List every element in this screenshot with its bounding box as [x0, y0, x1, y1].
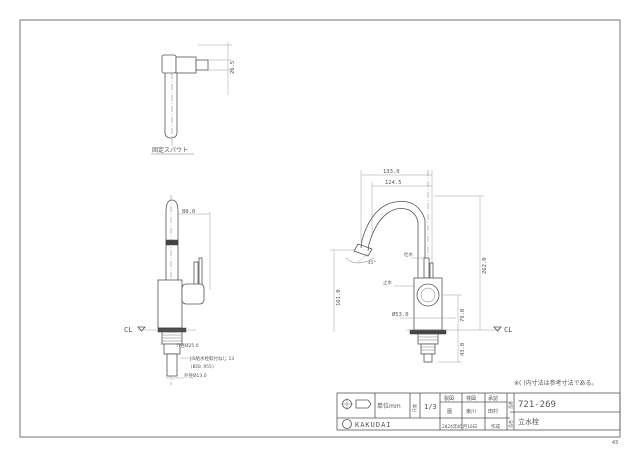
side-dim-reach: 88.0 — [182, 209, 195, 215]
front-dim-total-height: 262.0 — [482, 257, 488, 274]
header-approved: 承認 — [488, 395, 498, 402]
drawing-date: 2024年05月16日 — [442, 423, 477, 430]
sign-checked: 東川 — [466, 408, 476, 415]
top-dim-height: 26.5 — [230, 61, 236, 74]
scale-label: 尺度 — [411, 404, 417, 412]
front-dim-base: Ø53.0 — [392, 311, 409, 318]
page-number: 43 — [612, 440, 618, 446]
front-dim-spout-height: 161.0 — [336, 289, 342, 306]
front-dim-lever: 79.0 — [460, 309, 466, 322]
brand-name: KAKUDAI — [355, 421, 392, 429]
side-note-hole: 穴径Ø25.0 — [176, 342, 199, 349]
front-dim-inner-reach: 124.5 — [385, 180, 402, 186]
unit-label: 単位mm — [377, 402, 401, 410]
header-drawn: 製図 — [444, 395, 454, 402]
front-label-stop: 止水 — [383, 279, 392, 286]
top-view: 26.5 固定スパウト — [151, 42, 236, 155]
side-cl-label: CL — [124, 326, 132, 334]
front-label-handle: 吐水 — [404, 251, 413, 258]
top-view-caption: 固定スパウト — [152, 146, 188, 154]
side-note-thread: JIS給水栓取付ねじ 13 — [189, 355, 234, 362]
side-note-thread-dia: (Ø20.955) — [190, 363, 214, 370]
side-view: 88.0 CL 穴径Ø25.0 JIS給水栓取付ねじ 13 (Ø20.955) … — [124, 195, 234, 385]
scale-value: 1/3 — [424, 403, 437, 411]
part-number: 721-269 — [518, 400, 556, 410]
date-suffix: 作成 — [491, 423, 500, 430]
header-checked: 検図 — [466, 395, 476, 402]
sign-approved: 田村 — [488, 408, 498, 415]
front-angle-label: 45° — [368, 260, 376, 266]
part-number-label: 品番 — [507, 401, 513, 409]
front-dim-shank: 43.0 — [460, 343, 466, 356]
side-note-pipe: 外径Ø13.0 — [184, 372, 207, 379]
sign-drawn: 園 — [447, 409, 452, 415]
front-dim-total-reach: 133.0 — [383, 169, 400, 175]
product-name: 立水栓 — [518, 417, 539, 426]
title-block: 単位mm 尺度 1/3 製図 検図 承認 園 東川 田村 品番 721-269 … — [336, 392, 621, 431]
front-view: 133.0 124.5 45° 吐水 止水 161.0 262.0 79.0 4… — [330, 169, 512, 365]
sheet-border — [19, 19, 621, 438]
front-cl-label: CL — [504, 326, 512, 334]
brand-logo — [342, 419, 352, 429]
product-name-label: 品名 — [507, 420, 513, 428]
reference-note: ※( )内寸法は参考寸法である。 — [514, 379, 598, 387]
